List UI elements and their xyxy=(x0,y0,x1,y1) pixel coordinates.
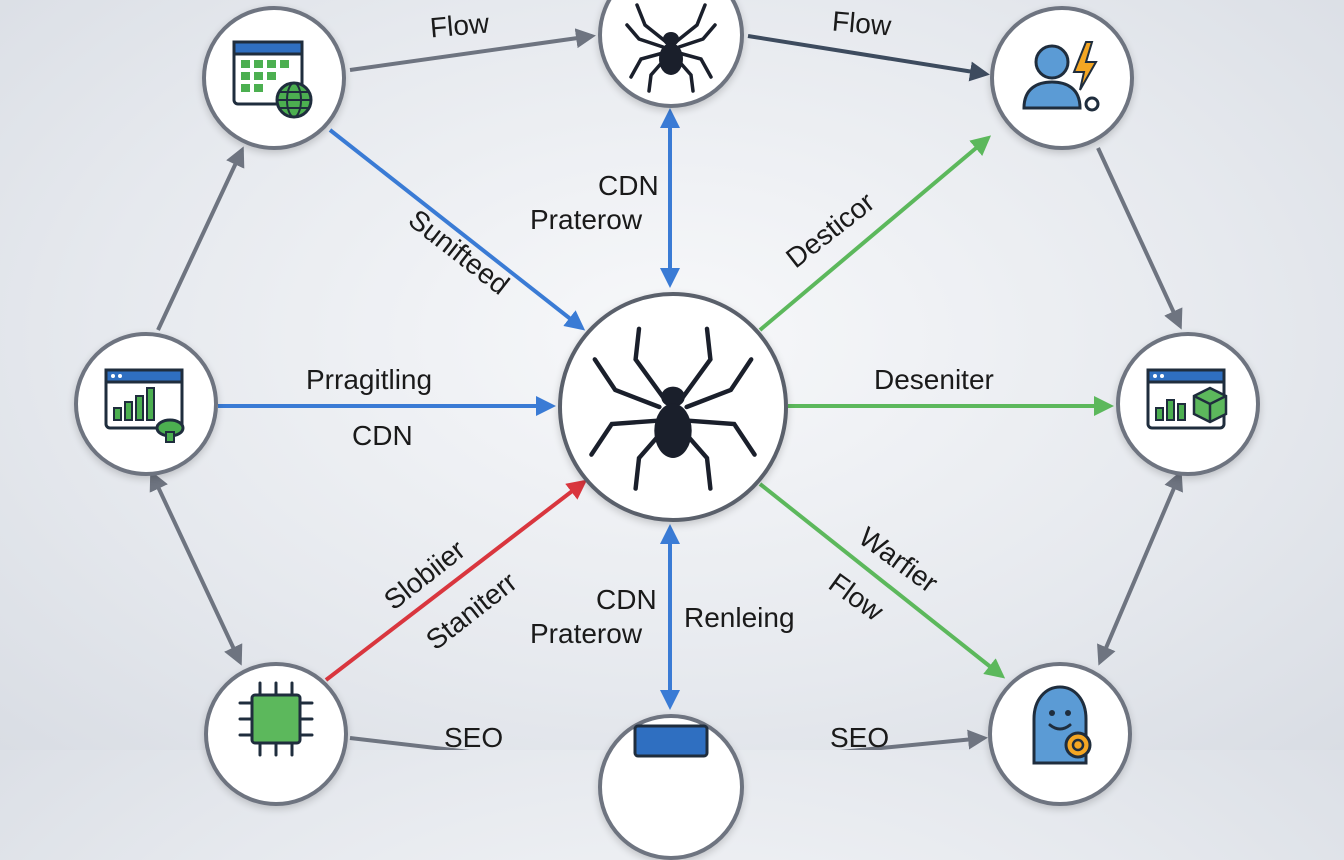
edge-center-to-bottomright xyxy=(758,482,1006,679)
label-pragitling: Prragitling xyxy=(306,364,433,395)
edge-center-to-topright xyxy=(758,135,992,332)
label-seo-right: SEO xyxy=(830,722,890,753)
label-cdn-left: CDN xyxy=(352,420,413,451)
node-left[interactable] xyxy=(74,332,218,476)
label-seo-left: SEO xyxy=(444,722,504,753)
edge-right-to-bottomright xyxy=(1097,470,1183,666)
spider-icon xyxy=(589,326,757,491)
label-cdn-bottom: CDN xyxy=(596,584,657,615)
node-center[interactable] xyxy=(558,292,788,522)
node-top[interactable] xyxy=(598,0,744,108)
node-bottom[interactable] xyxy=(598,714,744,860)
node-right[interactable] xyxy=(1116,332,1260,476)
edge-left-to-topleft xyxy=(156,146,245,331)
label-deseniter: Deseniter xyxy=(874,364,994,395)
label-praterow-bottom: Praterow xyxy=(530,618,643,649)
edge-top-to-topright xyxy=(747,34,990,82)
edges-layer xyxy=(149,28,1183,750)
user-lightning-icon xyxy=(1022,41,1100,112)
chip-icon xyxy=(238,681,314,757)
node-top-left[interactable] xyxy=(202,6,346,150)
label-top-left-flow: Flow xyxy=(428,7,491,44)
edge-topleft-to-center xyxy=(328,128,586,331)
node-bottom-right[interactable] xyxy=(988,662,1132,806)
label-top-right-flow: Flow xyxy=(830,5,893,42)
browser-chart-icon xyxy=(104,368,185,443)
edge-left-to-bottomleft xyxy=(149,470,243,666)
node-bottom-left[interactable] xyxy=(204,662,348,806)
browser-chart-cube-icon xyxy=(1146,368,1228,430)
label-praterow-top: Praterow xyxy=(530,204,643,235)
assistant-icon xyxy=(1032,685,1092,765)
label-cdn-top: CDN xyxy=(598,170,659,201)
calendar-globe-icon xyxy=(232,40,313,119)
edge-bottomleft-to-center xyxy=(324,479,588,682)
edge-topright-to-right xyxy=(1096,147,1183,330)
edge-topleft-to-top xyxy=(349,28,596,72)
spider-icon xyxy=(625,3,717,93)
node-top-right[interactable] xyxy=(990,6,1134,150)
label-renleing: Renleing xyxy=(684,602,795,633)
browser-icon xyxy=(633,724,709,758)
